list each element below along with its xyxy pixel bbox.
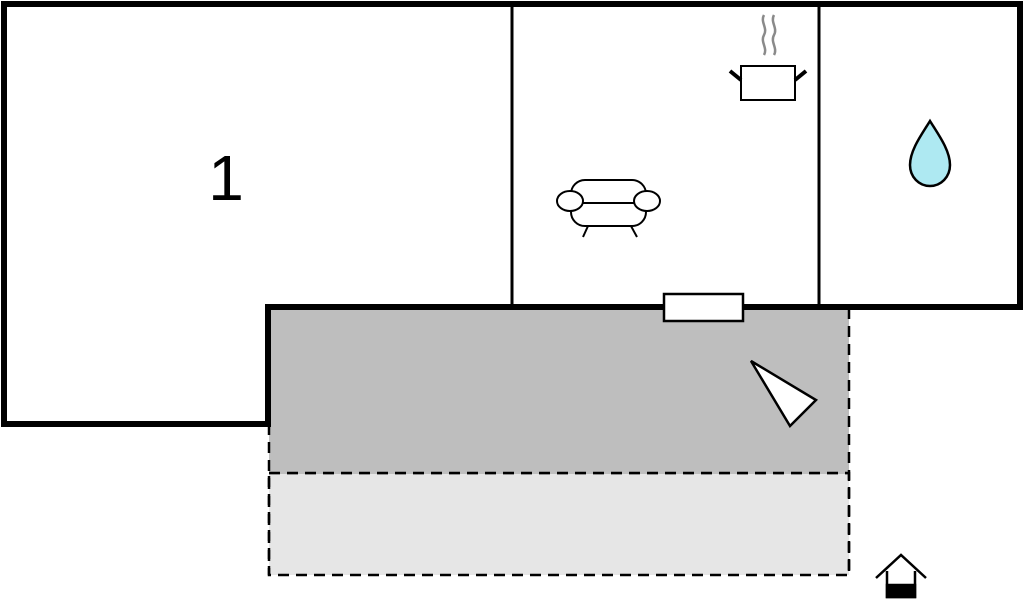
- cooking-pot-icon: [728, 14, 808, 101]
- view-direction-icon: [749, 359, 819, 429]
- house-entrance-icon: [875, 553, 927, 599]
- uncovered-terrace-area: [267, 471, 851, 577]
- water-drop-icon: [908, 118, 952, 188]
- building-outline: [1, 1, 1023, 427]
- covered-terrace-area: [269, 308, 849, 474]
- door-icon: [662, 292, 745, 323]
- room-number-label: 1: [208, 142, 244, 214]
- sofa-icon: [556, 179, 661, 238]
